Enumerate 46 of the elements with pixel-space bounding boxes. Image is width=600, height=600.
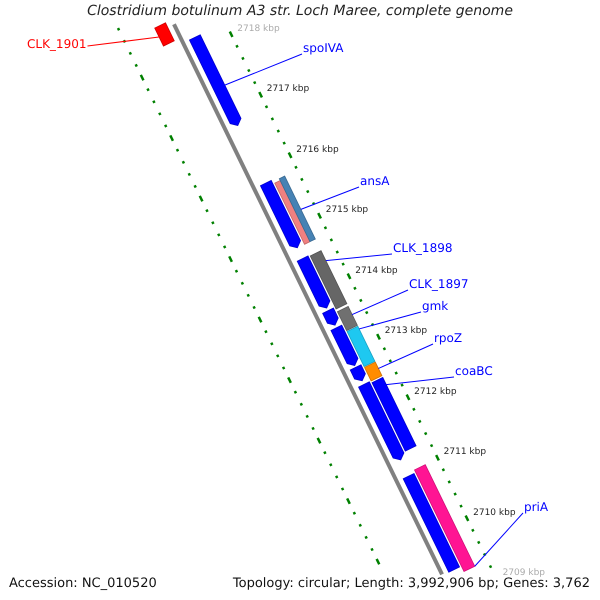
leader-line — [300, 186, 360, 210]
leader-line — [474, 512, 524, 567]
gene-feature — [336, 306, 358, 332]
leader-line — [386, 376, 454, 386]
scale-label: 2717 kbp — [266, 84, 310, 94]
gene-label: coaBC — [455, 364, 493, 378]
leader-line — [86, 36, 160, 46]
leader-line — [358, 312, 422, 330]
gene-feature — [188, 34, 242, 126]
gene-feature — [402, 472, 460, 573]
genome-stats: Topology: circular; Length: 3,992,906 bp; Genes: 3,762 — [232, 576, 590, 591]
gene-label: rpoZ — [434, 331, 462, 345]
scale-label: 2710 kbp — [473, 508, 516, 518]
leader-line — [352, 290, 408, 316]
scale-label: 2715 kbp — [326, 205, 368, 216]
gene-feature — [260, 180, 301, 248]
scale-label: 2709 kbp — [502, 568, 545, 578]
gene-feature — [296, 255, 330, 308]
gene-label: priA — [524, 500, 548, 514]
scale-label: 2716 kbp — [296, 144, 339, 155]
gene-label: CLK_1898 — [393, 241, 452, 255]
gene-label: spoIVA — [303, 41, 344, 55]
gene-label: ansA — [360, 174, 390, 188]
gene-feature — [322, 308, 339, 326]
gene-label: CLK_1897 — [409, 277, 468, 291]
scale-label: 2712 kbp — [414, 386, 457, 397]
gene-label: gmk — [422, 299, 448, 313]
gene-feature — [364, 362, 382, 382]
map-title: Clostridium botulinum A3 str. Loch Maree, complete genome — [86, 2, 514, 20]
accession-text: Accession: NC_010520 — [9, 576, 157, 591]
leader-line — [325, 254, 392, 262]
scale-label: 2711 kbp — [444, 447, 486, 458]
gene-feature — [154, 22, 175, 47]
gene-label: CLK_1901 — [27, 37, 86, 51]
gene-feature — [346, 326, 376, 368]
leader-line — [378, 344, 434, 369]
gene-feature — [358, 381, 404, 460]
scale-label: 2718 kbp — [237, 24, 280, 34]
leader-line — [224, 54, 302, 86]
gene-feature — [310, 250, 348, 310]
gene-feature — [414, 464, 476, 572]
scale-label: 2713 kbp — [384, 326, 428, 336]
gene-feature — [278, 176, 316, 242]
gene-feature — [330, 324, 358, 366]
scale-label: 2714 kbp — [355, 266, 398, 276]
gene-feature — [350, 364, 366, 382]
